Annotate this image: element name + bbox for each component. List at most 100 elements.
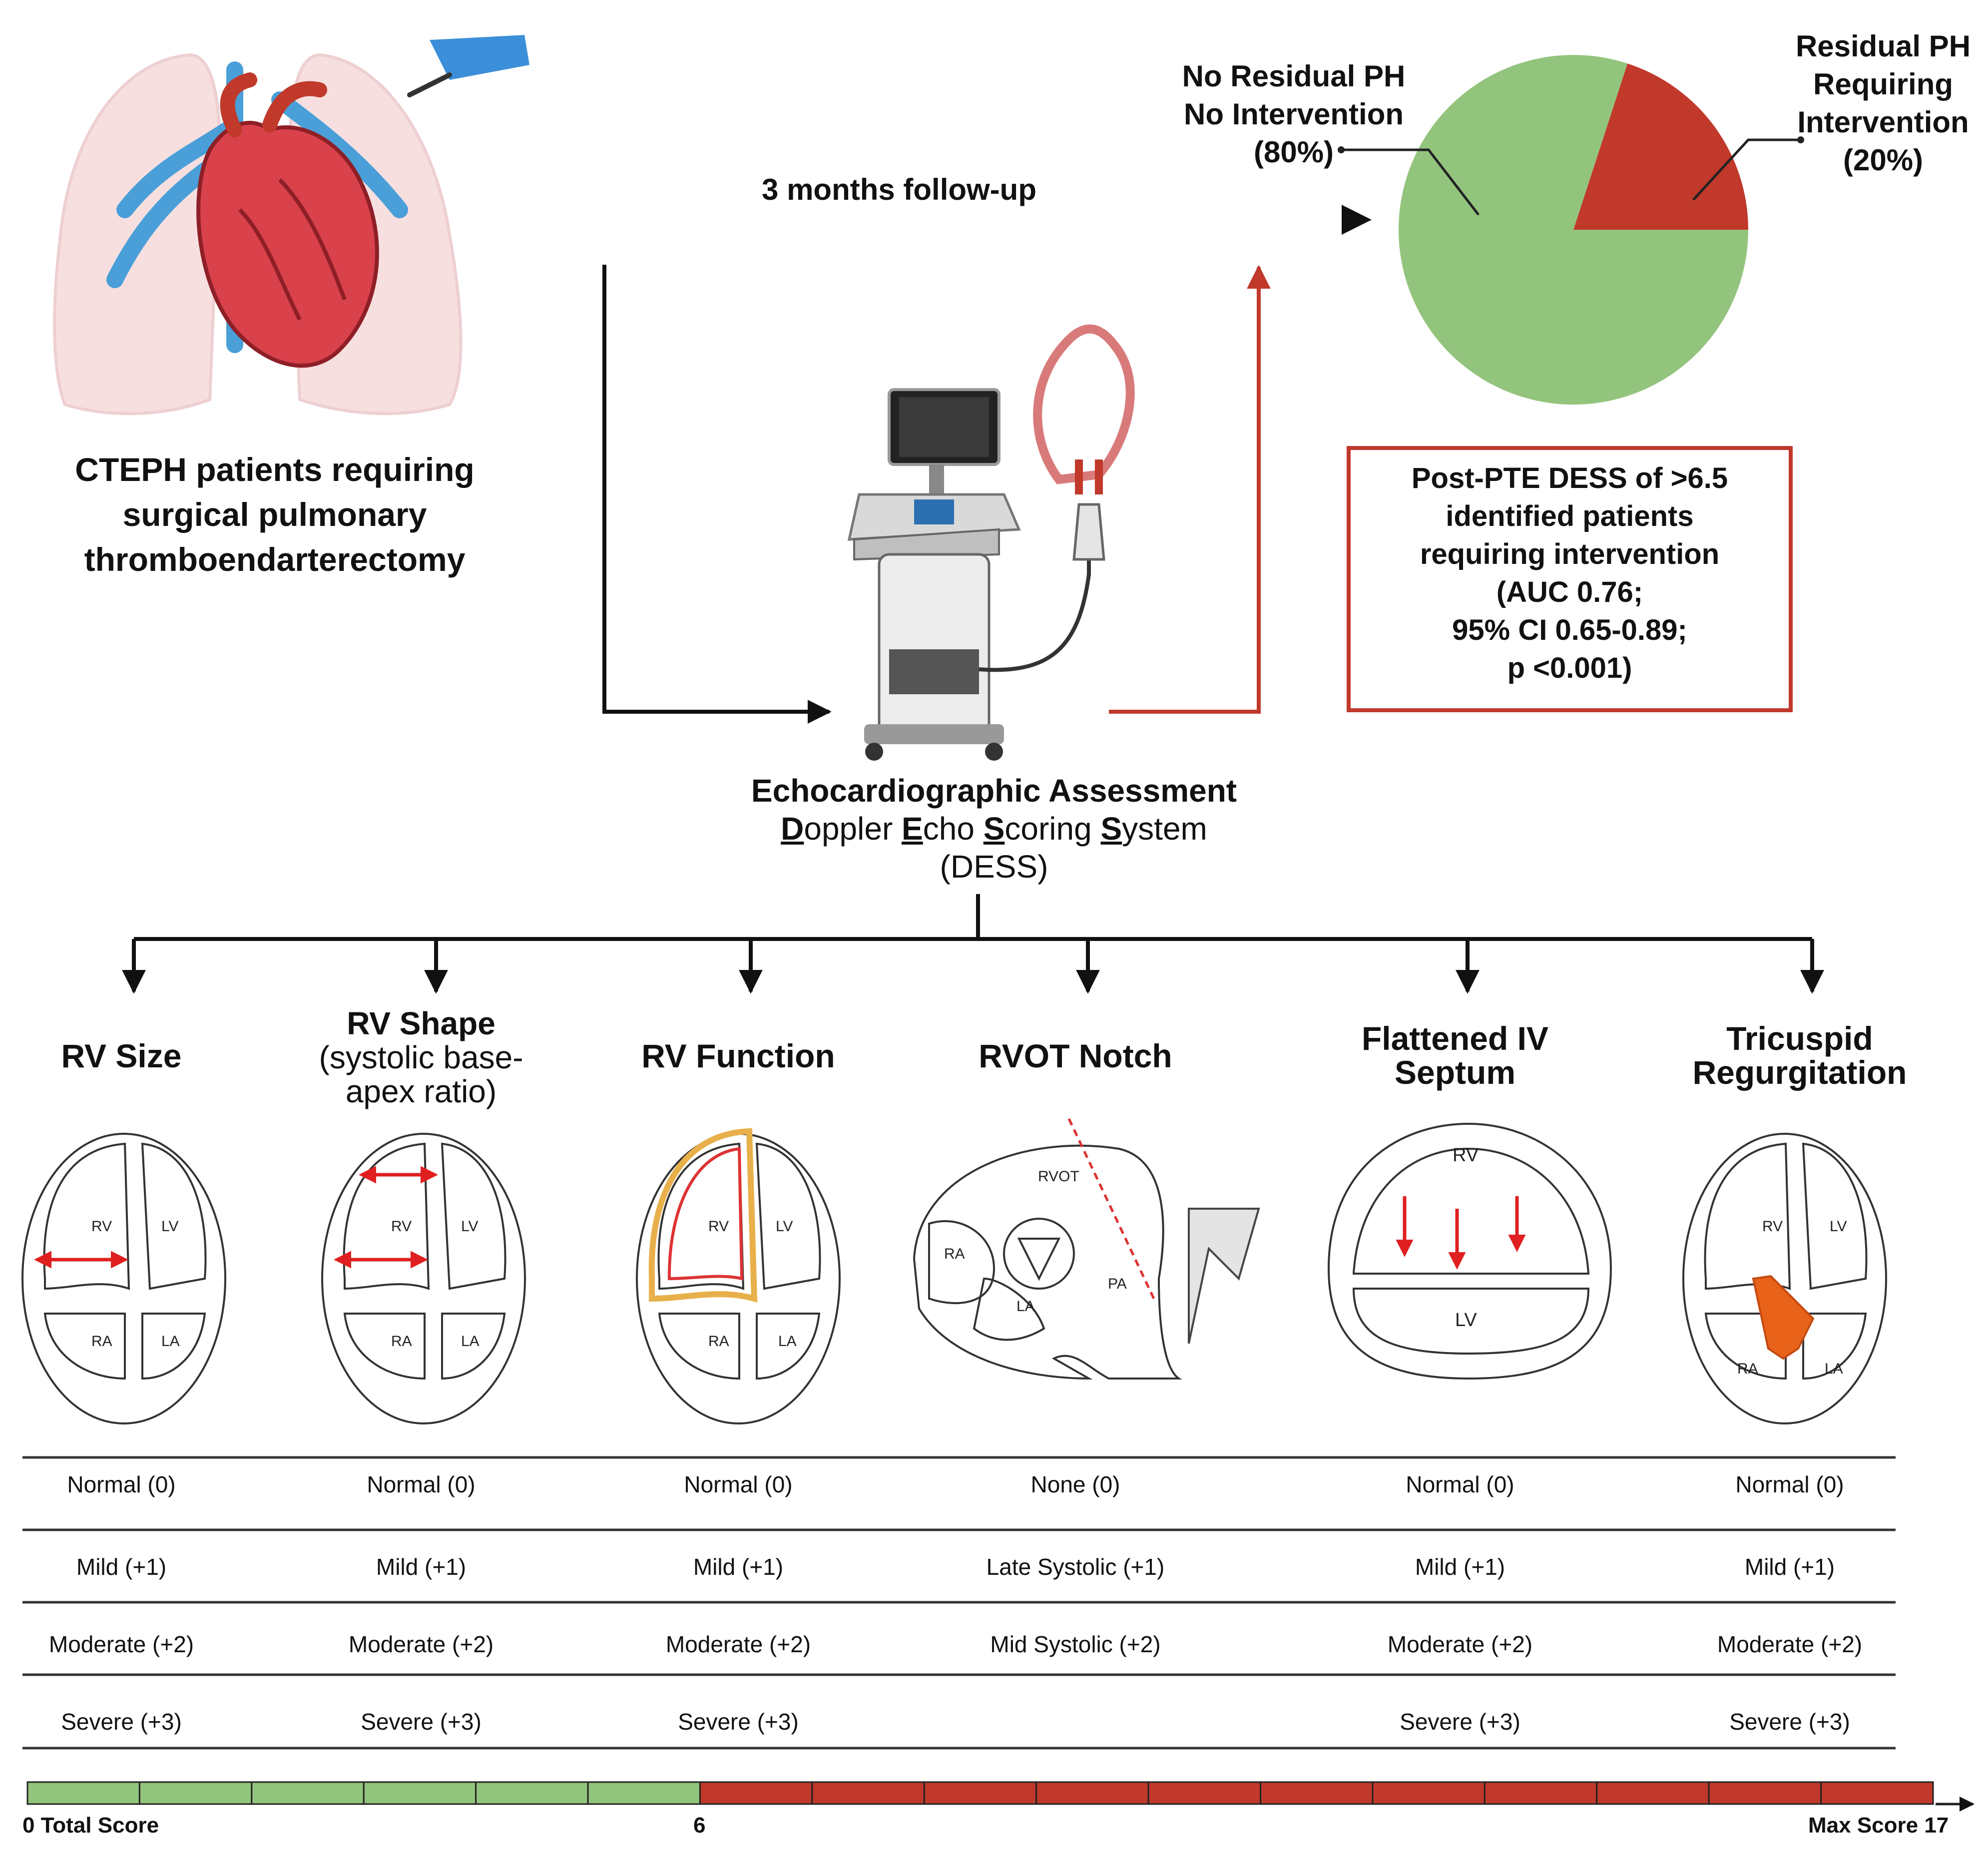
dess-initial: E: [902, 811, 923, 847]
dess-rest: cho: [923, 811, 984, 847]
score-cell: Mild (+1): [1744, 1554, 1835, 1580]
param-title: RV Shape: [347, 1005, 496, 1041]
score-bar-segment: [811, 1781, 925, 1805]
chamber-label-ra: RA: [708, 1333, 729, 1350]
pie-red-label-line: Requiring: [1813, 67, 1953, 101]
chamber-label-la: LA: [1825, 1361, 1843, 1377]
pie-green-label: No Residual PH No Intervention (80%): [1149, 57, 1439, 171]
param-subtitle: (systolic base- apex ratio): [319, 1039, 523, 1109]
param-title-tricuspid-regurgitation: Tricuspid Regurgitation: [1692, 1020, 1907, 1091]
dess-word: Echo: [902, 811, 984, 847]
score-cell: Late Systolic (+1): [986, 1554, 1165, 1580]
dess-rest: ystem: [1122, 811, 1207, 847]
score-cell: Normal (0): [1735, 1471, 1844, 1497]
score-cell: Moderate (+2): [1717, 1631, 1863, 1657]
dess-full-name: Doppler Echo Scoring System: [699, 810, 1289, 848]
rv-size-heart-diagram: [21, 1133, 226, 1424]
param-title-rv-shape: RV Shape (systolic base- apex ratio): [319, 1006, 523, 1108]
rv-shape-heart-diagram: [321, 1133, 526, 1424]
chamber-label-la: LA: [1016, 1298, 1035, 1315]
pie-green-leader-line: [1341, 148, 1480, 216]
score-cell: Moderate (+2): [48, 1631, 194, 1657]
score-bar-segment: [1708, 1781, 1822, 1805]
score-cell: Normal (0): [1406, 1471, 1514, 1497]
dess-rest: coring: [1004, 811, 1101, 847]
chamber-label-ra: RA: [944, 1246, 965, 1262]
score-cell: Severe (+3): [1729, 1709, 1850, 1735]
param-title-flattened-septum: Flattened IV Septum: [1361, 1020, 1549, 1091]
score-cell: Severe (+3): [61, 1709, 182, 1735]
score-cell: Severe (+3): [1400, 1709, 1520, 1735]
score-bar-segment: [363, 1781, 477, 1805]
scalpel-hand-icon: [407, 35, 529, 97]
chamber-label-lv: LV: [776, 1218, 793, 1235]
chamber-label-rv: RV: [708, 1218, 729, 1235]
pie-green-label-line: No Residual PH: [1182, 59, 1406, 93]
chamber-label-rv: RV: [1762, 1218, 1783, 1235]
score-cell: Severe (+3): [361, 1709, 482, 1735]
score-bar-segment: [138, 1781, 253, 1805]
result-line: Post-PTE DESS of >6.5: [1411, 462, 1728, 494]
rvot-notch-diagram: [913, 1118, 1260, 1380]
red-result-arrow: [1109, 265, 1271, 714]
ultrasound-machine-icon: [847, 324, 1135, 761]
score-table-rules: [22, 1456, 1896, 1750]
pie-red-label-line: Intervention: [1797, 105, 1969, 139]
chamber-labels: RV LV RA LA RV LV RA LA RV LV RA LA RVOT…: [91, 1145, 1847, 1377]
pie-slice-no-residual-ph: [1399, 54, 1748, 405]
score-threshold-label: 6: [693, 1813, 706, 1838]
tricuspid-regurgitation-diagram: [1682, 1133, 1887, 1424]
rv-function-heart-diagram: [636, 1128, 841, 1424]
score-cell: Moderate (+2): [1387, 1631, 1533, 1657]
param-title-rv-size: RV Size: [61, 1037, 182, 1074]
score-cell: Mild (+1): [693, 1554, 784, 1580]
score-bar-segment: [1596, 1781, 1710, 1805]
result-box-text: Post-PTE DESS of >6.5 identified patient…: [1349, 460, 1791, 687]
score-end-label: Max Score 17: [1808, 1813, 1949, 1838]
chamber-label-rv: RV: [91, 1218, 112, 1235]
flattened-septum-diagram: [1327, 1122, 1612, 1380]
score-cell: Normal (0): [684, 1471, 793, 1497]
chamber-label-lv: LV: [461, 1218, 478, 1235]
chamber-label-lv: LV: [161, 1218, 178, 1235]
dess-initial: S: [983, 811, 1005, 847]
dess-word: System: [1100, 811, 1207, 847]
score-bar-segment: [475, 1781, 589, 1805]
outcome-pie-chart: [1399, 54, 1748, 405]
regurgitant-jet-shape: [1752, 1275, 1815, 1360]
score-cell: Mid Systolic (+2): [990, 1631, 1161, 1657]
score-cell: Severe (+3): [678, 1709, 799, 1735]
score-bar-segment: [1372, 1781, 1486, 1805]
param-title-rv-function: RV Function: [641, 1037, 835, 1074]
dess-initial: S: [1100, 811, 1122, 847]
lungs-heart-illustration: [53, 35, 529, 416]
result-box-frame: [1347, 446, 1793, 712]
dess-word: Scoring: [984, 811, 1101, 847]
score-bar-segment: [26, 1781, 140, 1805]
dess-initial: D: [781, 811, 804, 847]
chamber-label-la: LA: [461, 1333, 480, 1350]
heart-outline-icon: [1033, 324, 1135, 484]
score-cell: Moderate (+2): [348, 1631, 494, 1657]
score-bar-segment: [699, 1781, 813, 1805]
chamber-label-ra: RA: [391, 1333, 412, 1350]
pie-green-label-line: No Intervention: [1183, 97, 1404, 131]
result-line: p <0.001): [1507, 652, 1632, 684]
score-bar-segment: [587, 1781, 701, 1805]
chamber-label-la: LA: [778, 1333, 797, 1350]
chamber-label-rv: RV: [1453, 1145, 1479, 1166]
dess-tree-connectors: [122, 894, 1824, 994]
chamber-label-lv: LV: [1830, 1218, 1847, 1235]
score-cell: Moderate (+2): [665, 1631, 811, 1657]
param-title-rvot-notch: RVOT Notch: [979, 1037, 1172, 1074]
assessment-title: Echocardiographic Assessment: [751, 773, 1237, 809]
chamber-label-pa: PA: [1108, 1276, 1127, 1292]
assessment-heading: Echocardiographic Assessment Doppler Ech…: [699, 772, 1289, 886]
dess-rest: oppler: [804, 811, 902, 847]
to-ultrasound-arrow: [602, 265, 832, 724]
score-cell: Mild (+1): [76, 1554, 167, 1580]
chamber-label-la: LA: [161, 1333, 180, 1350]
chamber-label-rvot: RVOT: [1038, 1168, 1079, 1185]
chamber-label-rv: RV: [391, 1218, 412, 1235]
